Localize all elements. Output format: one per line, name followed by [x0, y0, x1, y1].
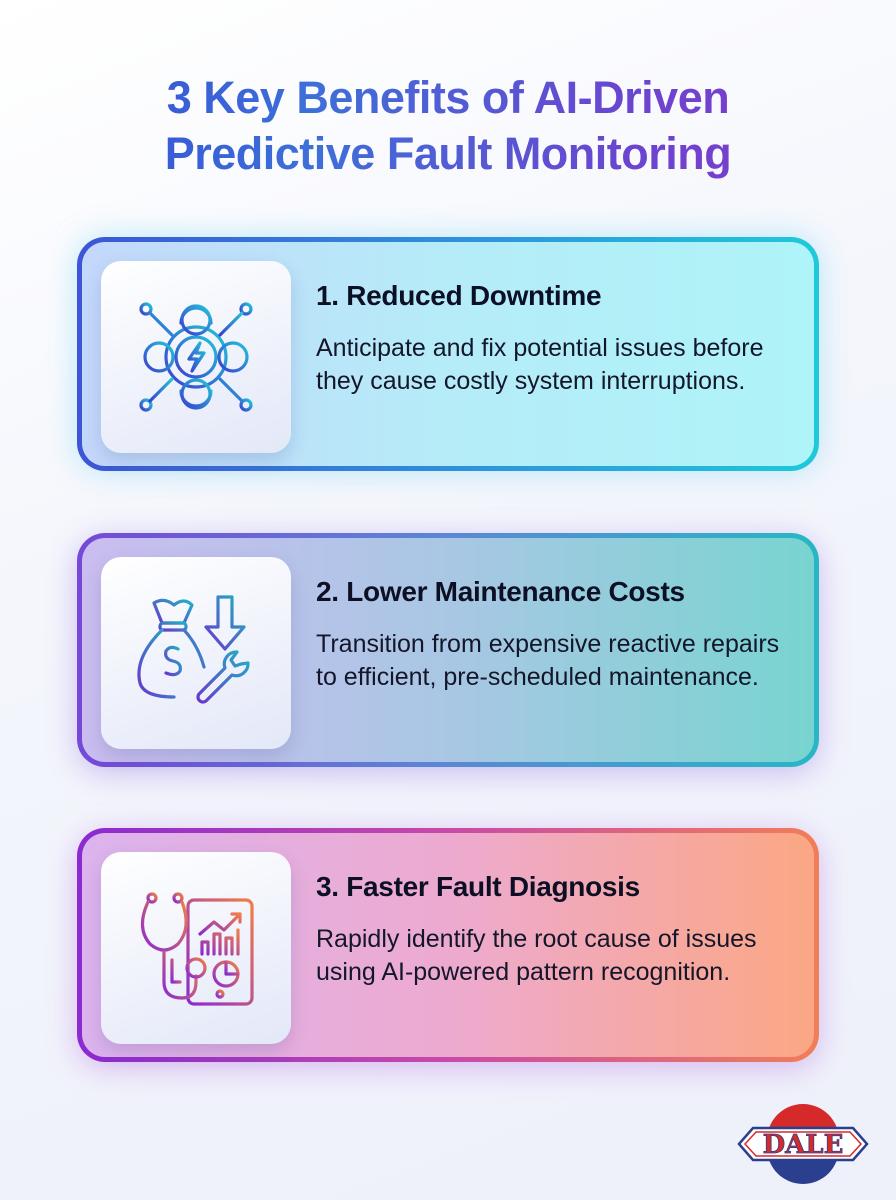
benefit-description: Anticipate and fix potential issues befo… [316, 334, 764, 395]
benefit-card-lower-maintenance-costs: 2. Lower Maintenance Costs Transition fr… [77, 533, 819, 767]
icon-tile [101, 852, 291, 1044]
icon-tile [101, 557, 291, 749]
dale-logo: DALE [737, 1104, 869, 1184]
page-title: 3 Key Benefits of AI-Driven Predictive F… [0, 70, 896, 182]
icon-tile [101, 261, 291, 453]
gear-network-lightning-icon [139, 302, 253, 412]
benefit-card-faster-fault-diagnosis: 3. Faster Fault Diagnosis Rapidly identi… [77, 828, 819, 1062]
benefit-title: 1. Reduced Downtime [316, 280, 602, 311]
stethoscope-chart-icon [140, 892, 254, 1006]
benefit-description: Transition from expensive reactive repai… [316, 630, 780, 691]
benefit-title: 3. Faster Fault Diagnosis [316, 871, 640, 902]
title-line-2: Predictive Fault Monitoring [164, 128, 732, 179]
benefit-description: Rapidly identify the root cause of issue… [316, 925, 757, 986]
benefit-card-reduced-downtime: 1. Reduced Downtime Anticipate and fix p… [77, 237, 819, 471]
money-bag-wrench-icon [137, 595, 250, 704]
benefit-title: 2. Lower Maintenance Costs [316, 576, 685, 607]
logo-text: DALE [763, 1130, 844, 1160]
title-line-1: 3 Key Benefits of AI-Driven [166, 72, 730, 123]
